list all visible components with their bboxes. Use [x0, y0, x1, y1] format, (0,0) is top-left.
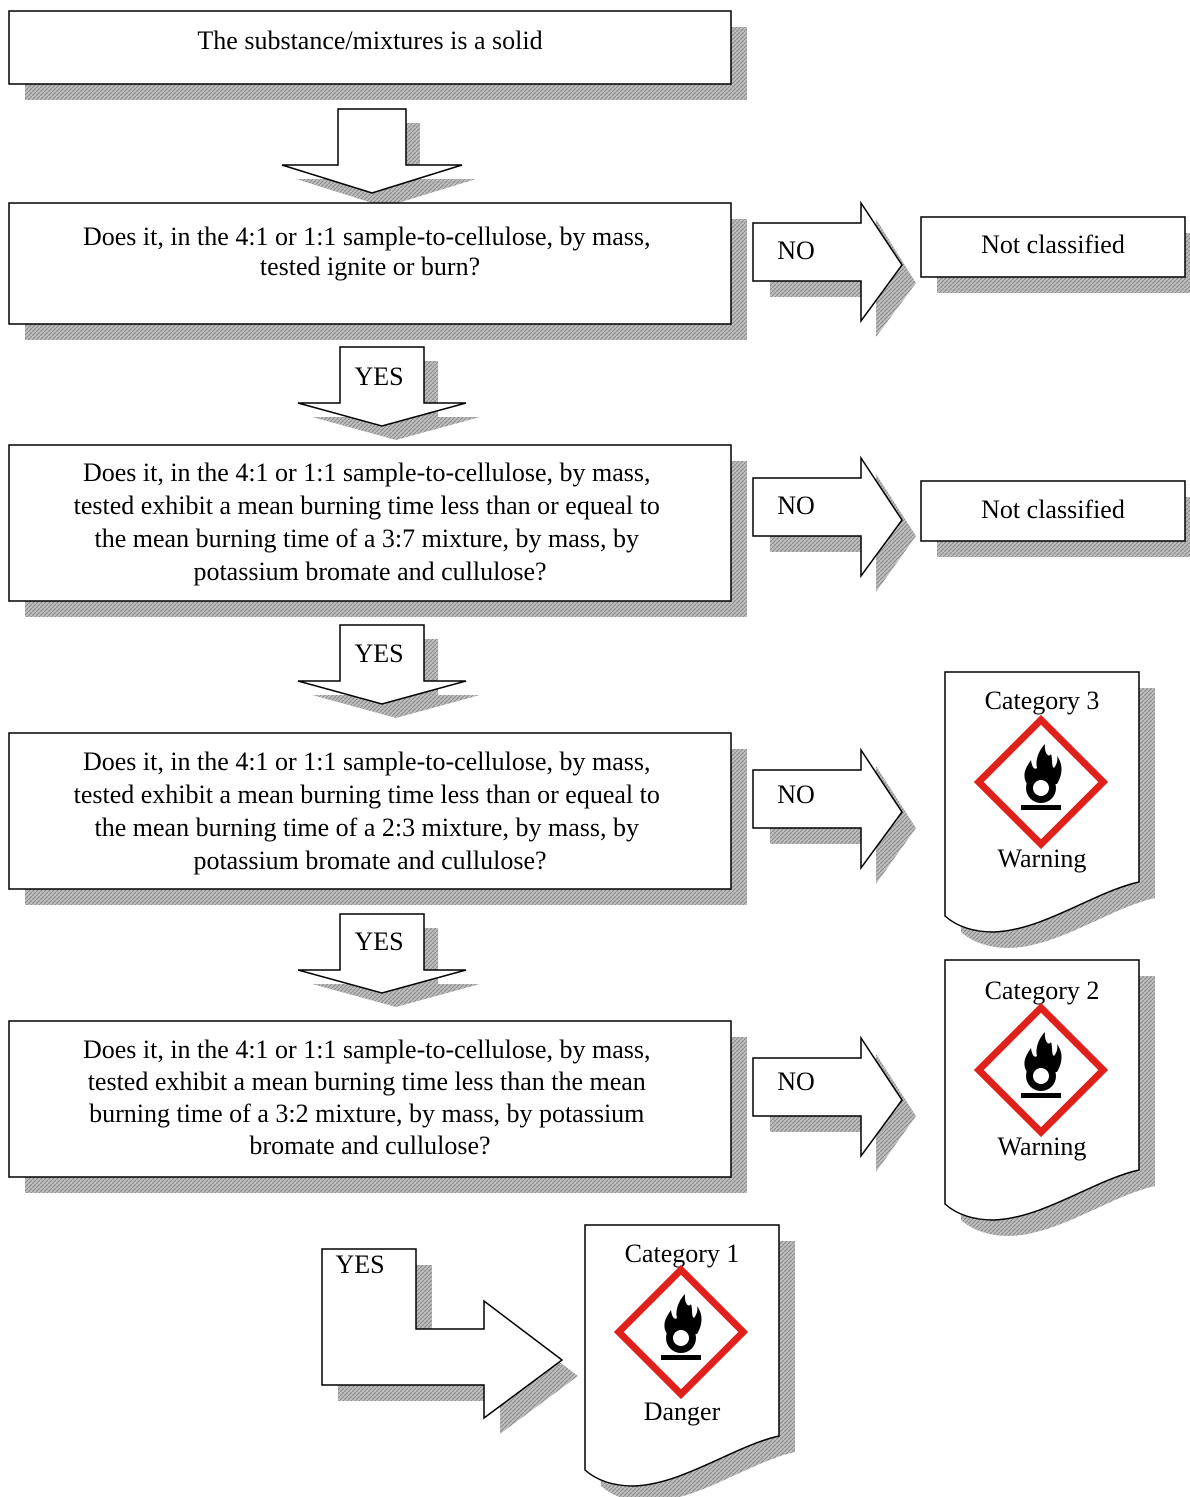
- question-3-text: Does it, in the 4:1 or 1:1 sample-to-cel…: [74, 747, 667, 875]
- question-2-line: the mean burning time of a 3:7 mixture, …: [95, 524, 639, 553]
- question-2-line: tested exhibit a mean burning time less …: [74, 491, 660, 520]
- category-2-title: Category 2: [985, 976, 1100, 1005]
- category-2-signal-word: Warning: [998, 1132, 1087, 1161]
- not-classified-1-text: Not classified: [981, 230, 1125, 259]
- yes-label-2: YES: [354, 639, 403, 668]
- yes-label-4: YES: [335, 1250, 384, 1279]
- question-4-line: bromate and cullulose?: [249, 1131, 490, 1160]
- no-arrow-2: [752, 455, 903, 579]
- question-1-box: [8, 202, 732, 325]
- start-box: [8, 10, 732, 85]
- category-1-signal-word: Danger: [644, 1397, 721, 1426]
- no-label-1: NO: [777, 236, 815, 265]
- category-3-title: Category 3: [985, 686, 1100, 715]
- question-4-box: [8, 1020, 732, 1178]
- not-classified-2-text: Not classified: [981, 495, 1125, 524]
- question-1-line: tested ignite or burn?: [260, 252, 480, 281]
- question-4-line: burning time of a 3:2 mixture, by mass, …: [89, 1099, 644, 1128]
- category-1-title: Category 1: [625, 1239, 740, 1268]
- question-2-text: Does it, in the 4:1 or 1:1 sample-to-cel…: [74, 458, 667, 586]
- yes-label-3: YES: [354, 927, 403, 956]
- yes-label-1: YES: [354, 362, 403, 391]
- question-1-line: Does it, in the 4:1 or 1:1 sample-to-cel…: [83, 222, 651, 251]
- no-label-4: NO: [777, 1067, 815, 1096]
- question-1-text: Does it, in the 4:1 or 1:1 sample-to-cel…: [83, 222, 657, 281]
- question-2-box: [8, 444, 732, 602]
- question-4-line: tested exhibit a mean burning time less …: [88, 1067, 646, 1096]
- yes-bent-arrow: [321, 1248, 564, 1420]
- not-classified-1-box: [920, 216, 1186, 278]
- no-arrow-4: [752, 1035, 903, 1159]
- question-3-line: tested exhibit a mean burning time less …: [74, 780, 660, 809]
- yes-arrow-3: [297, 913, 467, 994]
- start-box-text: The substance/mixtures is a solid: [197, 26, 542, 55]
- question-4-text: Does it, in the 4:1 or 1:1 sample-to-cel…: [83, 1035, 657, 1160]
- no-arrow-1: [752, 200, 903, 324]
- question-2-line: potassium bromate and cullulose?: [193, 557, 546, 586]
- yes-arrow-2: [297, 624, 467, 705]
- question-3-box: [8, 732, 732, 890]
- not-classified-2-box: [920, 480, 1186, 542]
- down-arrow-1: [281, 108, 463, 194]
- question-3-line: the mean burning time of a 2:3 mixture, …: [95, 813, 639, 842]
- category-3-signal-word: Warning: [998, 844, 1087, 873]
- no-arrow-3: [752, 747, 903, 871]
- no-label-3: NO: [777, 780, 815, 809]
- question-3-line: Does it, in the 4:1 or 1:1 sample-to-cel…: [83, 747, 651, 776]
- question-3-line: potassium bromate and cullulose?: [193, 846, 546, 875]
- no-label-2: NO: [777, 491, 815, 520]
- question-2-line: Does it, in the 4:1 or 1:1 sample-to-cel…: [83, 458, 651, 487]
- yes-arrow-1: [297, 346, 467, 427]
- question-4-line: Does it, in the 4:1 or 1:1 sample-to-cel…: [83, 1035, 651, 1064]
